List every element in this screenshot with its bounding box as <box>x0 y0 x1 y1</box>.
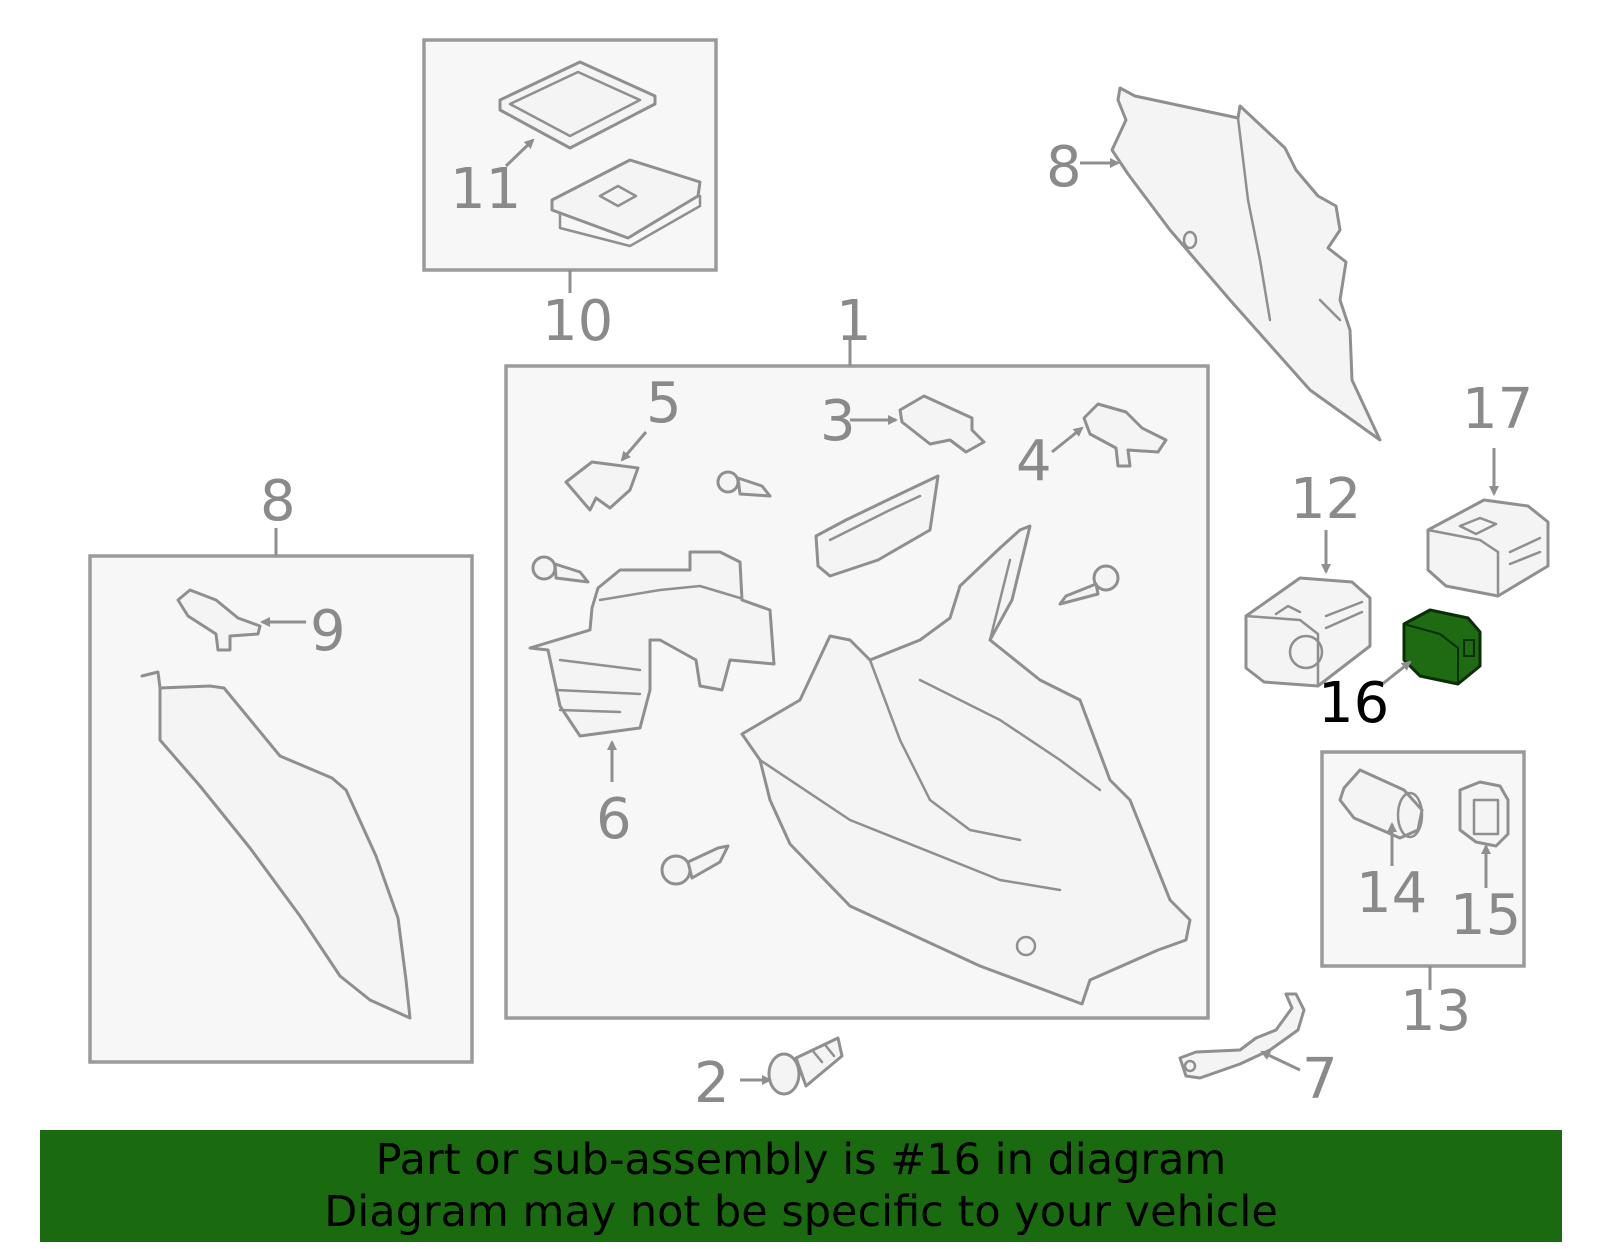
group-box-13 <box>1320 750 1526 990</box>
screw-1[interactable] <box>716 470 772 498</box>
callout-10: 10 <box>542 289 613 354</box>
part-17-control-module[interactable] <box>1426 498 1550 598</box>
part-5-clip[interactable] <box>564 460 640 512</box>
callout-16-highlighted: 16 <box>1318 671 1389 736</box>
callout-9: 9 <box>310 599 346 664</box>
callout-6: 6 <box>596 787 632 852</box>
callout-13: 13 <box>1400 979 1471 1044</box>
part-10-tray-base[interactable] <box>550 158 702 248</box>
info-banner: Part or sub-assembly is #16 in diagram D… <box>40 1130 1562 1242</box>
part-16-usb-port-highlighted[interactable] <box>1402 608 1482 686</box>
callout-8-lower: 8 <box>260 469 296 534</box>
callout-11: 11 <box>450 157 521 222</box>
part-14-power-outlet[interactable] <box>1338 768 1424 840</box>
part-9-clip[interactable] <box>176 588 262 652</box>
callout-7: 7 <box>1302 1047 1338 1112</box>
screw-2[interactable] <box>531 555 590 584</box>
callout-1: 1 <box>836 289 872 354</box>
part-8-upper-trim-panel[interactable] <box>1110 86 1382 442</box>
callout-4: 4 <box>1016 429 1052 494</box>
callout-17: 17 <box>1462 377 1533 442</box>
part-2-push-pin[interactable] <box>767 1036 844 1096</box>
part-6-frame[interactable] <box>528 550 776 738</box>
part-8-lower-trim-panel[interactable] <box>140 670 412 1020</box>
main-console-body[interactable] <box>740 524 1192 1006</box>
part-15-usb-outlet[interactable] <box>1458 780 1510 848</box>
banner-line-1: Part or sub-assembly is #16 in diagram <box>375 1135 1227 1185</box>
callout-14: 14 <box>1356 861 1427 926</box>
banner-line-2: Diagram may not be specific to your vehi… <box>324 1187 1278 1237</box>
part-4-bracket[interactable] <box>1082 402 1168 468</box>
callout-3: 3 <box>820 389 856 454</box>
screw-3[interactable] <box>1058 564 1120 606</box>
rail-bracket[interactable] <box>814 474 940 578</box>
callout-5: 5 <box>646 371 682 436</box>
group-box-10 <box>422 38 718 293</box>
callout-2: 2 <box>694 1051 730 1116</box>
callout-15: 15 <box>1450 883 1521 948</box>
callout-8-upper: 8 <box>1046 135 1082 200</box>
group-box-1 <box>504 340 1210 1020</box>
part-7-bracket[interactable] <box>1178 992 1306 1080</box>
part-12-switch-bezel[interactable] <box>1244 576 1372 688</box>
screw-4[interactable] <box>660 844 730 886</box>
callout-12: 12 <box>1290 467 1361 532</box>
group-box-8 <box>88 528 474 1064</box>
part-3-bracket[interactable] <box>898 394 986 454</box>
part-11-tray[interactable] <box>498 60 657 150</box>
